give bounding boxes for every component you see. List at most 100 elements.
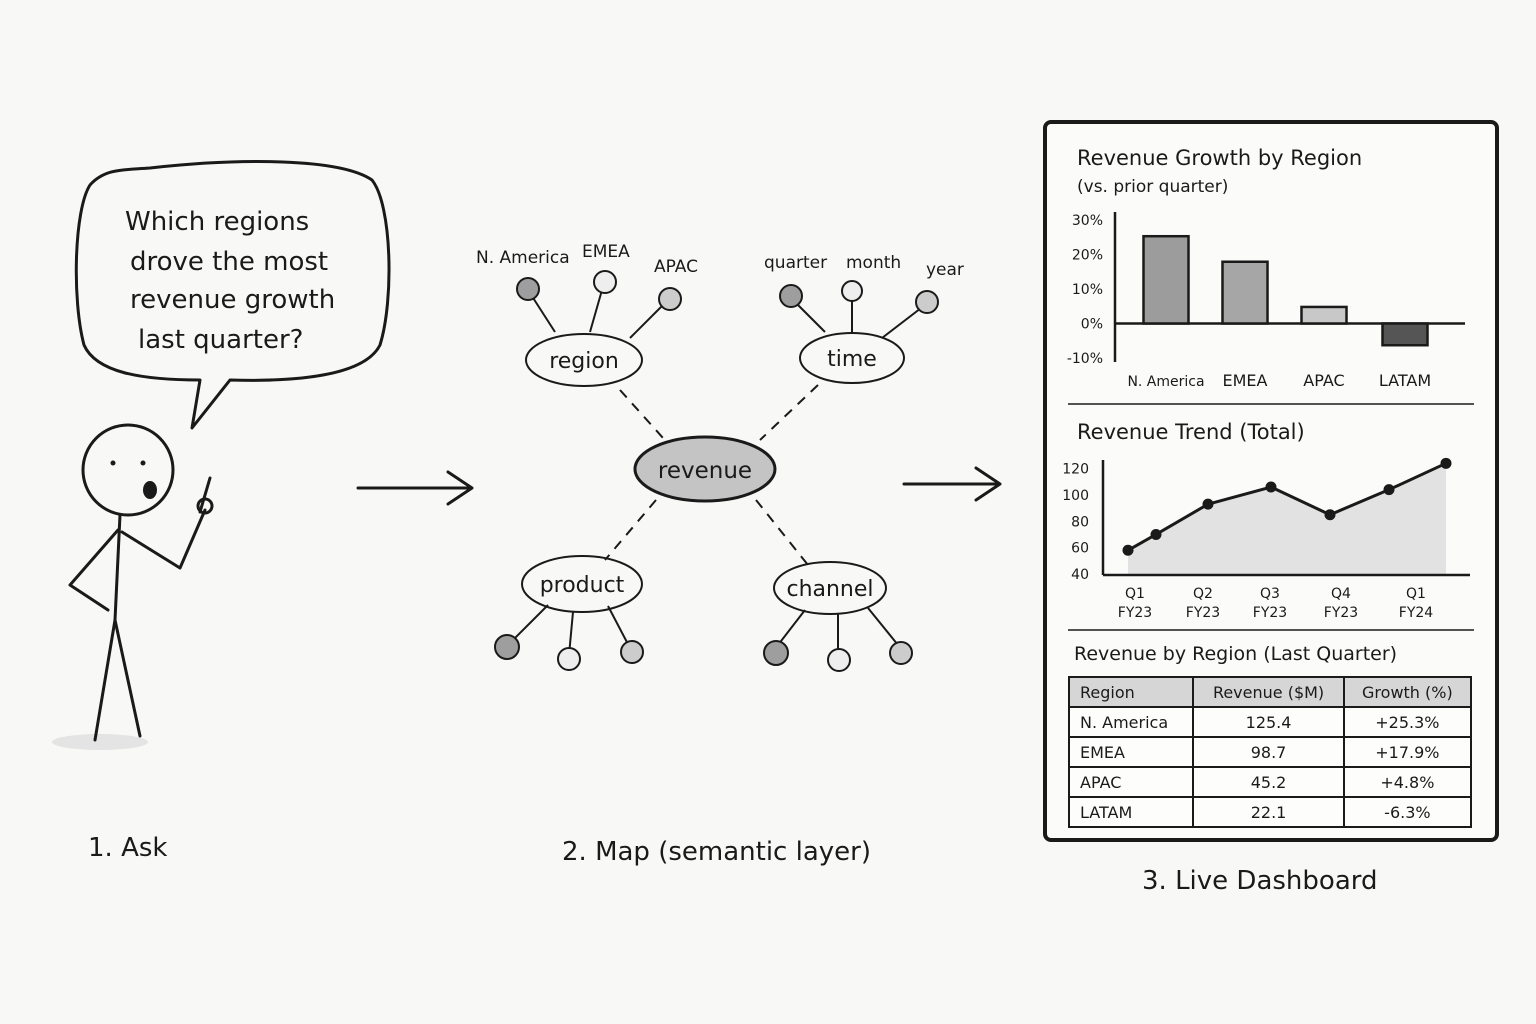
dashboard-panel: Revenue Growth by Region (vs. prior quar… (1043, 120, 1499, 896)
leaf-n-america: N. America (476, 248, 570, 268)
growth-chart-title: Revenue Growth by Region (1077, 146, 1362, 170)
product-leaf-dot (620, 640, 644, 664)
growth-bar (1142, 234, 1190, 325)
growth-y-tick: 10% (1072, 282, 1103, 298)
speech-bubble (74, 160, 391, 430)
arrow-to-dashboard (902, 466, 1002, 502)
table-cell: -6.3% (1342, 796, 1473, 828)
question-line-4: last quarter? (138, 325, 303, 355)
growth-bar (1221, 260, 1269, 325)
table-cell: 22.1 (1192, 796, 1345, 828)
channel-leaf-dot (827, 648, 851, 672)
step-ask-label: 1. Ask (88, 833, 167, 863)
semantic-map: region N. America EMEA APAC time quarter… (476, 242, 964, 867)
product-leaf-dot (557, 647, 581, 671)
leaf-month: month (846, 253, 901, 273)
question-line-1: Which regions (125, 207, 309, 237)
table-row: EMEA 98.7 +17.9% (1067, 736, 1473, 768)
growth-x-label: APAC (1303, 371, 1344, 390)
table-header: Revenue ($M) (1192, 676, 1345, 708)
region-leaf-dot (593, 270, 617, 294)
trend-x-tick-year: FY23 (1118, 605, 1152, 621)
table-cell: 98.7 (1192, 736, 1345, 768)
growth-x-label: EMEA (1223, 371, 1268, 390)
leaf-year: year (926, 260, 964, 280)
trend-x-tick-year: FY23 (1253, 605, 1287, 621)
trend-point (1440, 457, 1452, 469)
trend-point (1383, 484, 1395, 496)
trend-x-tick-year: FY23 (1186, 605, 1220, 621)
question-line-3: revenue growth (130, 285, 335, 315)
table-cell: LATAM (1067, 796, 1195, 828)
growth-y-tick: 0% (1081, 317, 1103, 333)
trend-x-tick-year: FY23 (1324, 605, 1358, 621)
trend-point (1150, 528, 1162, 540)
trend-y-tick: 100 (1062, 488, 1089, 504)
time-leaf-dot (841, 280, 863, 302)
growth-x-label: LATAM (1379, 371, 1431, 390)
trend-x-tick: Q3 (1260, 586, 1280, 602)
time-node: time quarter month year (764, 253, 964, 384)
step-map-label: 2. Map (semantic layer) (562, 837, 871, 867)
trend-y-tick: 120 (1062, 462, 1089, 478)
step-dashboard-label: 3. Live Dashboard (1142, 866, 1378, 896)
time-node-label: time (827, 347, 877, 372)
growth-y-tick: 20% (1072, 248, 1103, 264)
growth-chart-subtitle: (vs. prior quarter) (1077, 177, 1228, 197)
stick-figure (52, 423, 214, 750)
table-cell: N. America (1067, 706, 1195, 738)
table-header: Region (1067, 676, 1195, 708)
product-node-label: product (540, 573, 625, 598)
table-cell: 45.2 (1192, 766, 1345, 798)
trend-y-tick: 60 (1071, 541, 1089, 557)
leaf-apac: APAC (654, 257, 698, 277)
table-cell: +4.8% (1342, 766, 1473, 798)
trend-x-tick: Q2 (1193, 586, 1213, 602)
revenue-node-label: revenue (658, 458, 752, 484)
trend-x-tick: Q1 (1406, 586, 1426, 602)
growth-x-label: N. America (1127, 374, 1204, 390)
channel-node-label: channel (786, 577, 873, 602)
trend-y-tick: 80 (1071, 514, 1089, 530)
trend-point (1202, 498, 1214, 510)
region-table: Region Revenue ($M) Growth (%) N. Americ… (1067, 676, 1473, 828)
table-title: Revenue by Region (Last Quarter) (1074, 643, 1397, 665)
growth-chart: Revenue Growth by Region (vs. prior quar… (1067, 146, 1465, 390)
channel-node: channel (763, 561, 913, 672)
table-cell: +25.3% (1342, 706, 1473, 738)
trend-y-tick: 40 (1071, 567, 1089, 583)
channel-leaf-dot (889, 641, 913, 665)
leaf-emea: EMEA (582, 242, 630, 262)
time-leaf-dot (779, 284, 803, 308)
trend-chart: Revenue Trend (Total) 120 100 80 60 40 Q1FY2… (1062, 420, 1470, 621)
growth-y-tick: -10% (1067, 351, 1103, 367)
region-leaf-dot (658, 287, 682, 311)
trend-x-tick: Q4 (1331, 586, 1351, 602)
region-leaf-dot (516, 277, 540, 301)
trend-chart-title: Revenue Trend (Total) (1077, 420, 1305, 444)
ask-panel: Which regions drove the most revenue gro… (52, 160, 391, 863)
table-row: LATAM 22.1 -6.3% (1067, 796, 1473, 828)
region-node: region N. America EMEA APAC (476, 242, 698, 387)
time-leaf-dot (915, 290, 939, 314)
revenue-node: revenue (633, 435, 777, 503)
table-header-row: Region Revenue ($M) Growth (%) (1067, 676, 1473, 708)
trend-area (1128, 463, 1446, 574)
question-line-2: drove the most (130, 247, 328, 277)
table-row: APAC 45.2 +4.8% (1067, 766, 1473, 798)
table-row: N. America 125.4 +25.3% (1067, 706, 1473, 738)
growth-y-tick: 30% (1072, 213, 1103, 229)
trend-point (1122, 544, 1134, 556)
trend-point (1265, 481, 1277, 493)
product-node: product (494, 555, 644, 671)
channel-leaf-dot (763, 640, 789, 666)
table-cell: APAC (1067, 766, 1195, 798)
product-leaf-dot (494, 634, 520, 660)
growth-bar (1300, 305, 1348, 325)
table-cell: +17.9% (1342, 736, 1473, 768)
trend-x-tick-year: FY24 (1399, 605, 1434, 621)
growth-bar (1381, 322, 1429, 347)
leaf-quarter: quarter (764, 253, 827, 273)
region-node-label: region (549, 349, 619, 374)
